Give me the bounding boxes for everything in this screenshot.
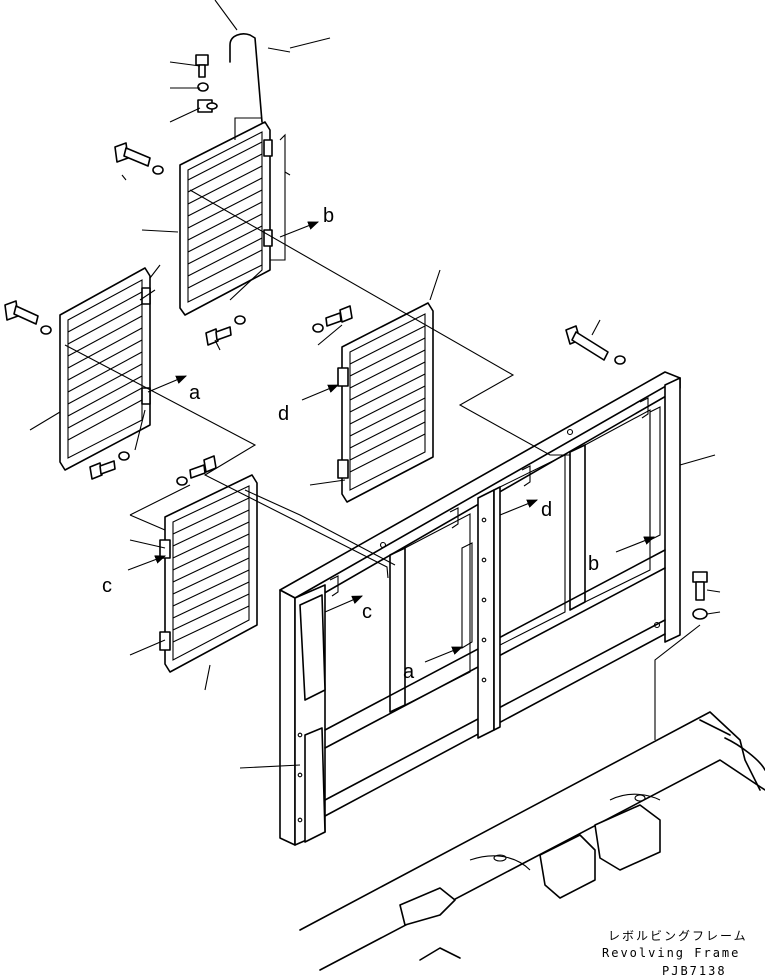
callout-label-c: c	[362, 601, 372, 623]
caption-english: Revolving Frame	[602, 946, 740, 960]
bolt-short-1	[205, 315, 246, 346]
callout-label-d: d	[541, 499, 552, 521]
louver-panel-left	[59, 267, 151, 471]
hardware	[4, 33, 708, 620]
revolving-frame	[299, 711, 765, 971]
leader-lines	[29, 0, 721, 769]
bolt-short-3	[176, 455, 217, 486]
hook-rod	[229, 33, 263, 123]
bolt-lower-left	[4, 300, 52, 335]
louver-panel-middle	[337, 302, 434, 503]
bolt-upper-left	[114, 142, 164, 175]
callout-arrows	[127, 221, 656, 663]
bolt-short-2	[89, 451, 130, 480]
bolt-frame-right	[565, 325, 626, 365]
bolt-top	[195, 54, 218, 113]
drawing-code: PJB7138	[662, 964, 727, 977]
callout-label-c: c	[102, 575, 112, 597]
callout-label-a: a	[189, 382, 201, 404]
caption-japanese: レボルビングフレーム	[608, 929, 748, 943]
bolt-short-4	[312, 305, 353, 333]
frame-holes	[297, 428, 661, 823]
callout-label-b: b	[323, 205, 334, 227]
callout-label-d: d	[278, 403, 289, 425]
bolt-frame-bottom	[692, 571, 708, 620]
callout-label-b: b	[588, 553, 599, 575]
main-frame-assembly	[279, 371, 681, 846]
louver-panel-lower	[159, 474, 258, 673]
louver-panel-top	[179, 121, 273, 316]
callout-label-a: a	[403, 661, 415, 683]
